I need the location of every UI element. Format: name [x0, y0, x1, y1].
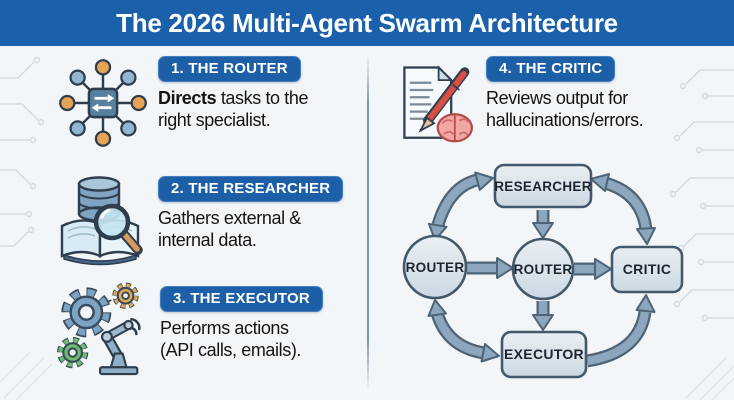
- arrow-executor-critic: [585, 294, 656, 368]
- section-researcher: 2. THE RESEARCHER Gathers external &inte…: [52, 166, 344, 270]
- arrow-routerleft-routercenter: [467, 257, 514, 279]
- svg-text:EXECUTOR: EXECUTOR: [504, 346, 584, 362]
- arrow-researcher-critic: [590, 173, 656, 245]
- researcher-badge: 2. THE RESEARCHER: [158, 176, 344, 202]
- column-divider: [367, 54, 369, 390]
- router-badge: 1. THE ROUTER: [158, 56, 301, 82]
- document-pen-brain-icon: [403, 65, 474, 143]
- section-executor: 3. THE EXECUTOR Performs actions(API cal…: [54, 280, 323, 380]
- arrow-researcher-routercenter: [532, 210, 554, 239]
- diagram-node-executor: EXECUTOR: [500, 330, 588, 379]
- diagram-node-router-center: ROUTER: [511, 237, 575, 301]
- arrow-routerleft-researcher: [427, 171, 494, 241]
- gears-robot-arm-icon: [56, 282, 141, 376]
- title-banner: The 2026 Multi-Agent Swarm Architecture: [0, 0, 734, 46]
- arrow-routerleft-executor: [427, 299, 500, 363]
- database-book-magnifier-icon: [60, 176, 143, 266]
- executor-description: Performs actions(API calls, emails).: [160, 318, 302, 360]
- diagram-node-researcher: RESEARCHER: [493, 163, 593, 209]
- network-hub-icon: [59, 59, 147, 147]
- arrow-routercenter-critic: [574, 258, 612, 280]
- svg-text:ROUTER: ROUTER: [514, 262, 573, 277]
- diagram-node-critic: CRITIC: [610, 245, 684, 294]
- executor-badge: 3. THE EXECUTOR: [160, 286, 323, 312]
- svg-text:ROUTER: ROUTER: [406, 260, 465, 275]
- critic-badge: 4. THE CRITIC: [486, 56, 616, 82]
- svg-text:CRITIC: CRITIC: [623, 261, 671, 277]
- swarm-flow-diagram: .sd{stroke:#4e6476;stroke-width:13;fill:…: [402, 163, 684, 379]
- diagram-node-router-left: ROUTER: [402, 234, 468, 300]
- arrow-routercenter-executor: [532, 301, 554, 331]
- svg-text:RESEARCHER: RESEARCHER: [494, 179, 592, 194]
- page-title: The 2026 Multi-Agent Swarm Architecture: [116, 7, 618, 38]
- researcher-description: Gathers external &internal data.: [158, 208, 301, 250]
